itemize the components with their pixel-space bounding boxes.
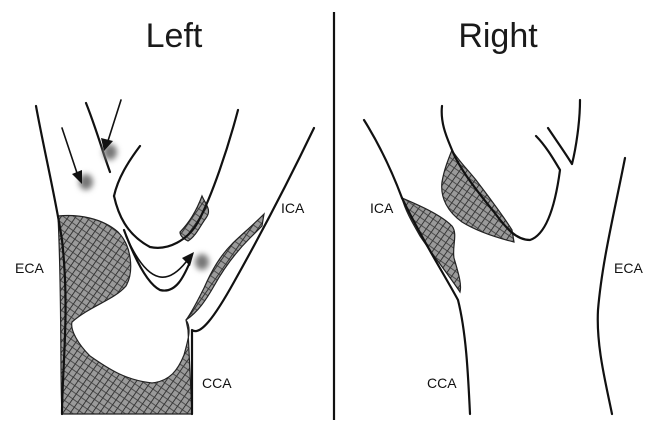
right-ica-outer-wall (364, 120, 402, 198)
flow-arrow-1-head (72, 170, 82, 184)
flow-arrow-1 (62, 128, 78, 176)
left-eca-inner-wall (114, 110, 238, 248)
left-flow-divider (124, 230, 190, 291)
left-panel: Left ECA ICA CCA (15, 17, 314, 414)
left-label-ica: ICA (281, 200, 305, 216)
left-label-eca: ECA (15, 260, 44, 276)
left-ica-outer-wall (192, 128, 314, 414)
left-eca-plaque (58, 214, 264, 414)
left-ica-plaque (180, 196, 209, 241)
right-eca-stub-wall (548, 100, 580, 164)
left-label-cca: CCA (202, 375, 232, 391)
right-panel: Right ICA ECA CCA (364, 17, 643, 414)
left-bifurcation-upper (86, 103, 110, 172)
arrow-shadow (195, 254, 209, 270)
left-eca-stub-wall (114, 146, 140, 196)
right-eca-outer-wall (598, 158, 625, 414)
left-panel-title: Left (146, 17, 203, 55)
flow-arrow-2 (107, 100, 121, 144)
right-label-ica: ICA (370, 200, 394, 216)
right-label-cca: CCA (427, 375, 457, 391)
right-label-eca: ECA (614, 260, 643, 276)
right-panel-title: Right (458, 17, 538, 55)
